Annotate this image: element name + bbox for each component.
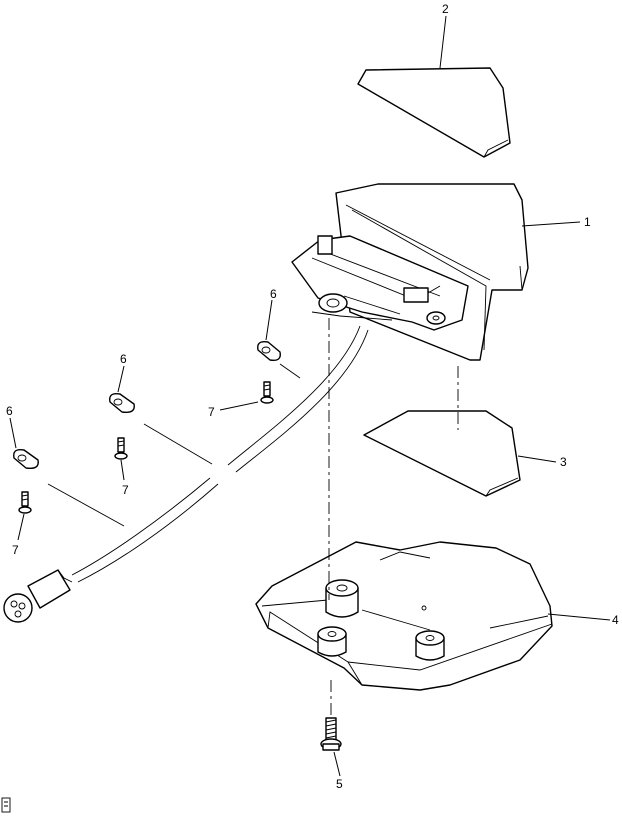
wire-harness [3,325,369,623]
gasket-top [357,67,511,158]
callout-7b: 7 [122,483,129,497]
callout-6a: 6 [270,287,277,301]
screw-7b [114,437,128,460]
callout-6b: 6 [120,352,127,366]
clip-6c [13,448,125,527]
clip-6a [257,340,301,379]
leader-lines [9,15,611,777]
corner-mark-icon [1,797,11,813]
gasket-bottom [363,410,521,497]
screw-7a [260,381,274,404]
screw-5 [320,717,342,751]
callout-3: 3 [560,455,567,469]
callout-5: 5 [336,777,343,791]
callout-1: 1 [584,215,591,229]
lamp-housing [291,183,529,361]
callout-7c: 7 [12,543,19,557]
callout-2: 2 [442,2,449,16]
clip-6b [109,392,213,465]
callout-6c: 6 [6,404,13,418]
callout-4: 4 [612,613,619,627]
lamp-base [255,541,553,691]
callout-7a: 7 [208,405,215,419]
screw-7c [18,491,32,514]
